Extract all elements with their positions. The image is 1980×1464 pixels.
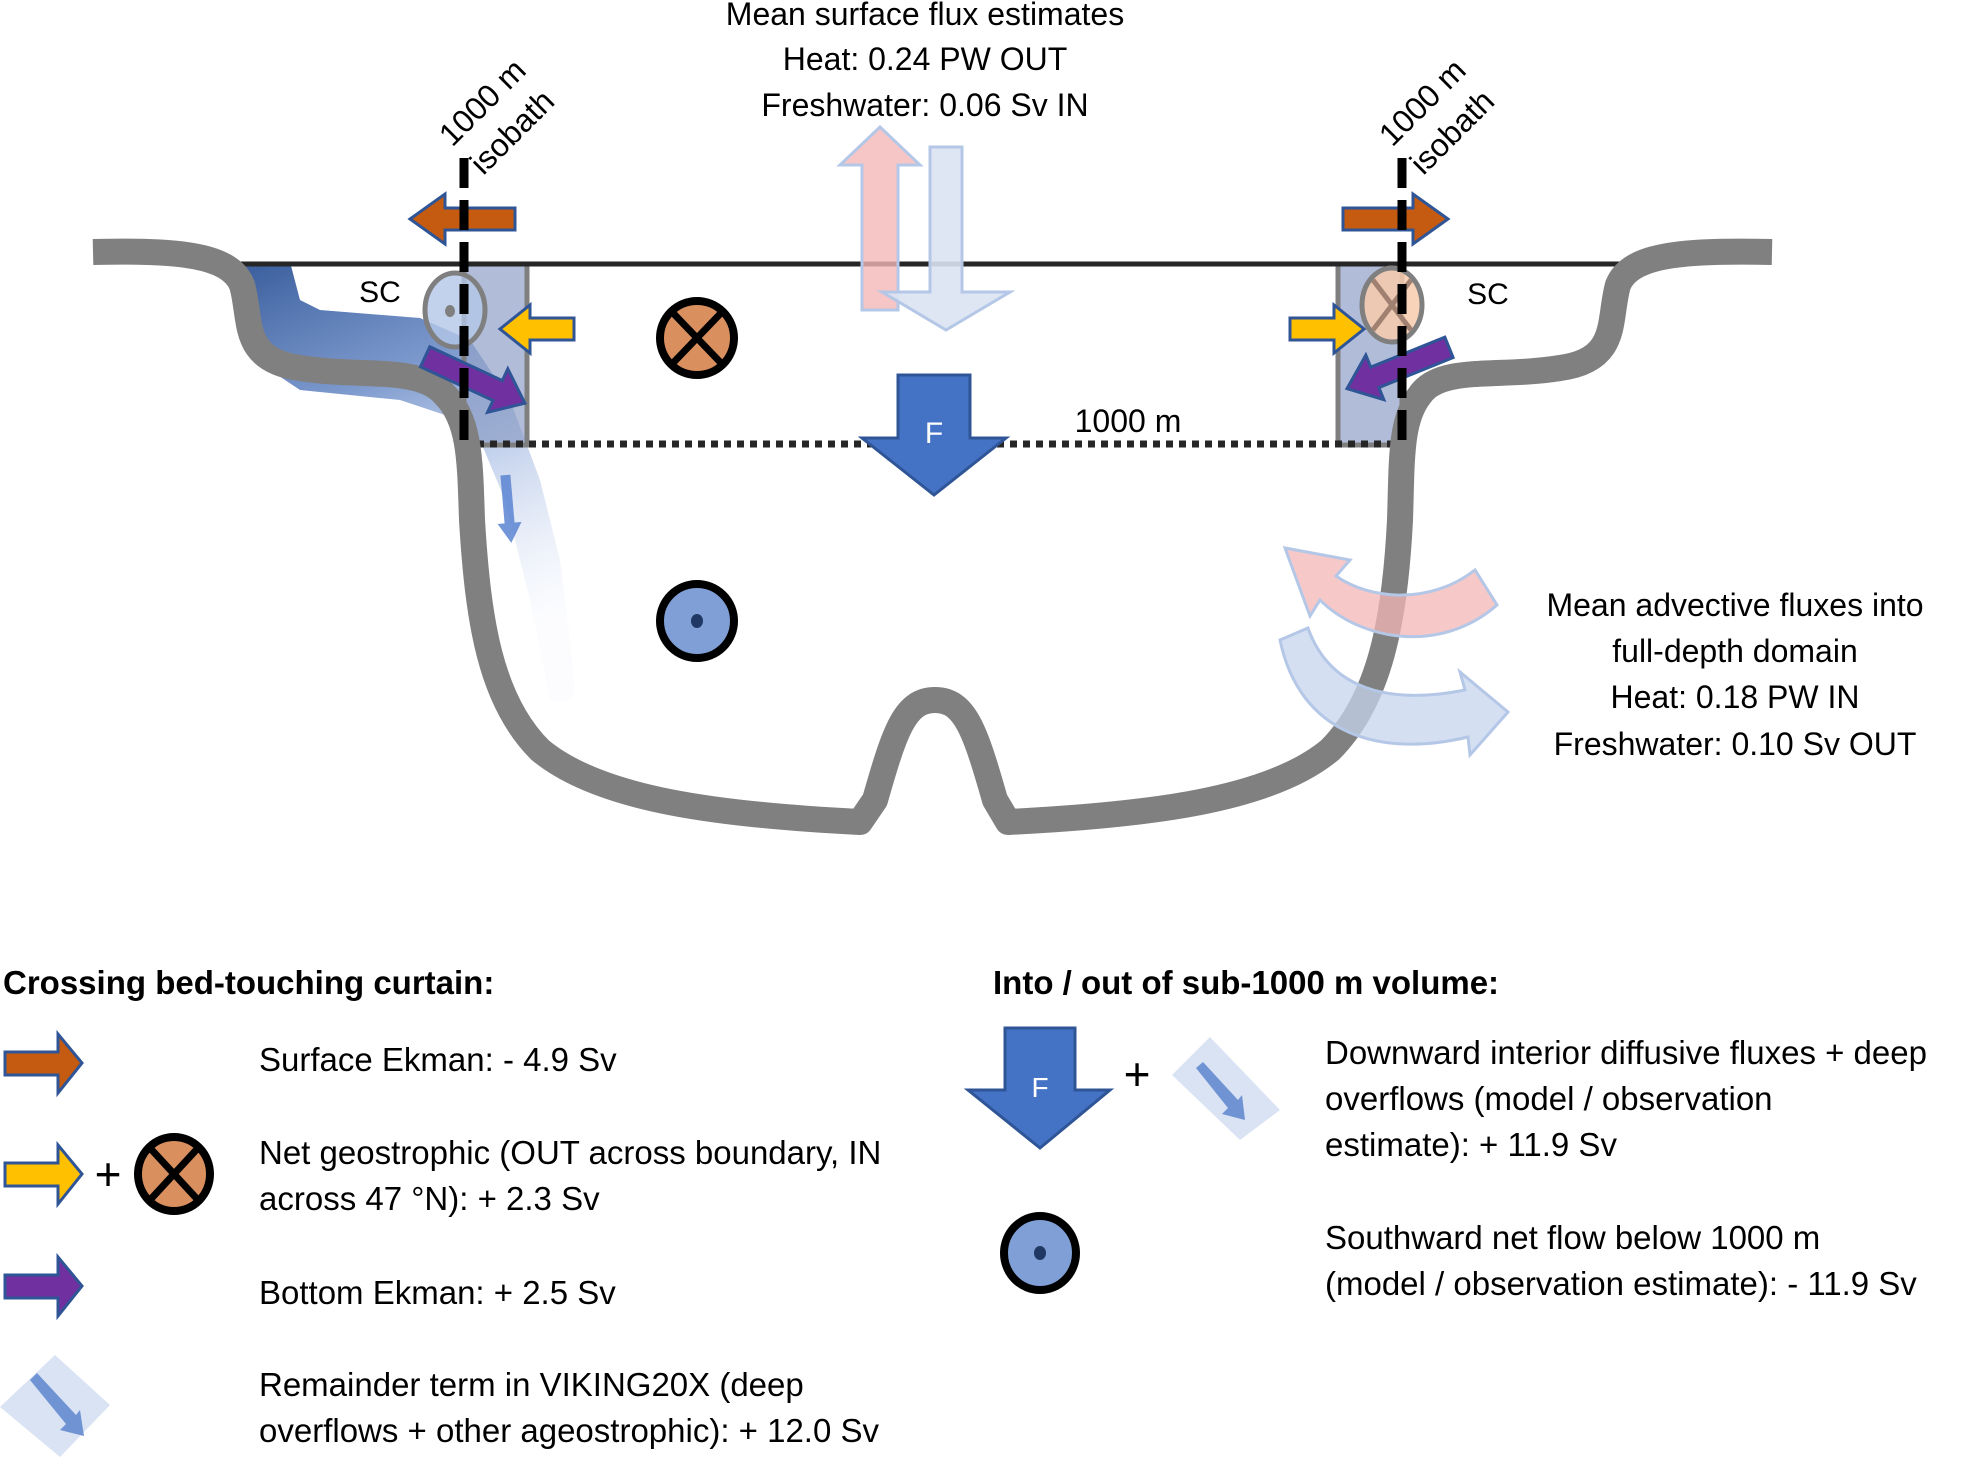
left-isobath-label: 1000 m isobath [432, 52, 561, 181]
advective-flux-heat: Heat: 0.18 PW IN [1611, 679, 1860, 715]
legend-item-southward-flow: Southward net flow below 1000 m (model /… [1325, 1215, 1917, 1307]
legend-right-title: Into / out of sub-1000 m volume: [993, 964, 1500, 1001]
legend-surface-ekman-icon [3, 1029, 84, 1098]
heat-surface-flux-arrow [836, 124, 924, 312]
legend-remainder-icon [0, 1355, 110, 1457]
out-of-page-southward-symbol [656, 580, 738, 662]
legend-out-of-page-icon [1000, 1212, 1080, 1294]
legend-item-text: Net geostrophic (OUT across boundary, IN [259, 1134, 882, 1171]
into-page-geostrophic-symbol [656, 297, 738, 379]
left-sc-label: SC [359, 276, 401, 309]
legend-item-geostrophic: Net geostrophic (OUT across boundary, IN… [259, 1130, 881, 1222]
advective-flux-line1: Mean advective fluxes into [1546, 587, 1923, 623]
legend-plus-right: + [1124, 1048, 1151, 1100]
legend-item-downward-flux: Downward interior diffusive fluxes + dee… [1325, 1030, 1927, 1168]
right-sc-label: SC [1467, 278, 1509, 311]
right-surface-ekman-arrow [1341, 191, 1451, 247]
right-geostrophic-arrow [1288, 301, 1367, 357]
legend-into-page-icon [134, 1133, 214, 1215]
left-geostrophic-arrow [497, 301, 576, 357]
surface-flux-freshwater: Freshwater: 0.06 Sv IN [761, 87, 1088, 123]
left-sc-dot [445, 305, 455, 317]
legend-downward-flux-icon [963, 1026, 1115, 1150]
f-label: F [925, 417, 943, 450]
surface-flux-title: Mean surface flux estimates [726, 0, 1124, 32]
legend-item-bottom-ekman: Bottom Ekman: + 2.5 Sv [259, 1270, 616, 1316]
seafloor-outline [92, 238, 1773, 835]
legend-remainder-icon-right [1172, 1037, 1280, 1140]
legend-left-title: Crossing bed-touching curtain: [3, 964, 495, 1001]
right-isobath-label: 1000 m isobath [1372, 52, 1501, 181]
legend-item-text: Bottom Ekman: + 2.5 Sv [259, 1274, 616, 1311]
legend-item-text: overflows + other ageostrophic): + 12.0 … [259, 1412, 880, 1449]
legend-item-text: Southward net flow below 1000 m [1325, 1219, 1821, 1256]
legend-item-text: Remainder term in VIKING20X (deep [259, 1366, 804, 1403]
overflow-small-arrow [497, 474, 522, 543]
legend-item-text: overflows (model / observation [1325, 1080, 1773, 1117]
advective-flux-freshwater: Freshwater: 0.10 Sv OUT [1554, 726, 1917, 762]
legend-item-surface-ekman: Surface Ekman: - 4.9 Sv [259, 1037, 617, 1083]
legend-item-text: Downward interior diffusive fluxes + dee… [1325, 1034, 1927, 1071]
legend-item-text: estimate): + 11.9 Sv [1325, 1126, 1617, 1163]
left-bottom-ekman-arrow [418, 344, 528, 415]
freshwater-surface-flux-arrow [876, 145, 1016, 332]
right-sc-circle [1359, 265, 1425, 345]
legend-item-text: (model / observation estimate): - 11.9 S… [1325, 1265, 1917, 1302]
legend-f-label: F [1031, 1072, 1048, 1103]
advective-flux-line2: full-depth domain [1612, 633, 1857, 669]
freshwater-advective-arrow [1278, 625, 1511, 759]
surface-flux-heat: Heat: 0.24 PW OUT [783, 41, 1068, 77]
legend-item-text: across 47 °N): + 2.3 Sv [259, 1180, 600, 1217]
depth-1000m-label: 1000 m [1075, 403, 1182, 439]
legend-geostrophic-arrow-icon [3, 1140, 84, 1209]
legend-plus-left: + [95, 1148, 122, 1200]
legend-bottom-ekman-icon [3, 1252, 84, 1321]
downward-flux-f-arrow [857, 373, 1011, 497]
left-sc-circle [422, 270, 488, 350]
heat-advective-arrow [1282, 546, 1499, 639]
legend-item-remainder: Remainder term in VIKING20X (deep overfl… [259, 1362, 879, 1454]
legend-item-text: Surface Ekman: - 4.9 Sv [259, 1041, 617, 1078]
